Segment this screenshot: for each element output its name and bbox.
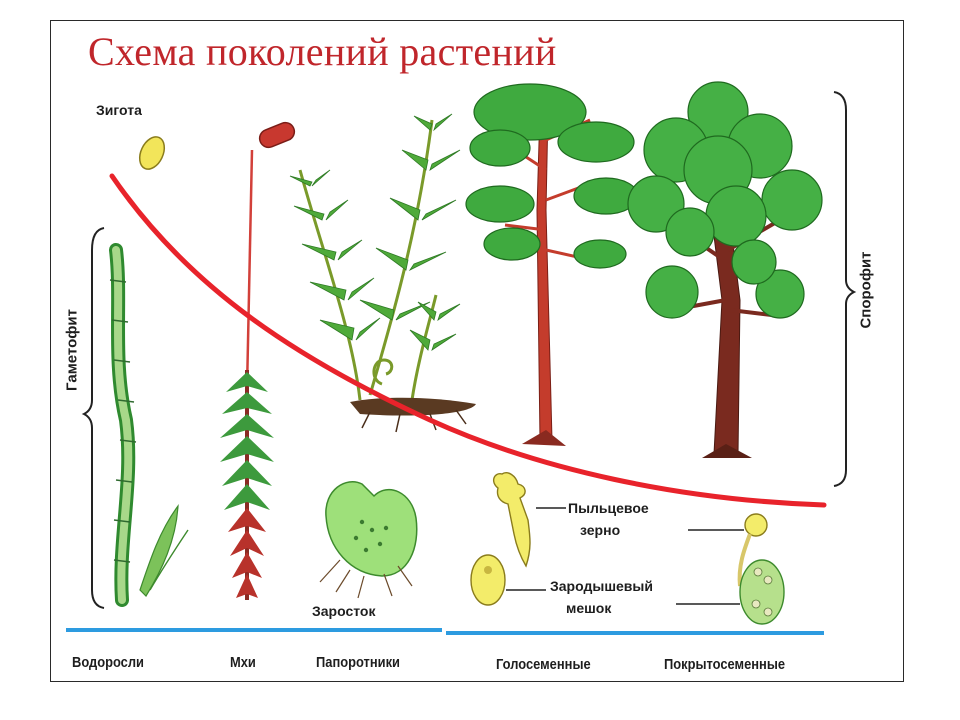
angiosperm-gametophytes — [676, 513, 785, 625]
sporophyte-label: Спорофит — [857, 251, 875, 329]
gametophyte-brace — [81, 227, 105, 609]
group-label-gymnosperms: Голосеменные — [496, 656, 591, 673]
diagram-title: Схема поколений растений — [88, 29, 557, 74]
gymnosperm-gametophytes — [470, 472, 566, 606]
deciduous-tree-illustration — [627, 81, 823, 458]
sporophyte-brace — [833, 91, 857, 487]
prothallus-label: Заросток — [312, 603, 376, 619]
generation-ratio-curve — [109, 173, 827, 508]
fern-illustration — [289, 113, 476, 433]
embryo-sac-label-line2: мешок — [566, 600, 612, 616]
zygote-cell — [138, 136, 166, 170]
moss-illustration — [220, 121, 296, 600]
embryo-sac-label-line1: Зародышевый — [550, 578, 653, 594]
group-label-mosses: Мхи — [230, 654, 256, 671]
algae-illustration — [109, 243, 189, 607]
pollen-grain-label-line2: зерно — [580, 522, 621, 538]
group-label-algae: Водоросли — [72, 654, 144, 671]
group-label-angiosperms: Покрытосеменные — [664, 656, 786, 673]
pine-tree-illustration — [465, 83, 639, 446]
prothallus-illustration — [319, 481, 418, 599]
gametophyte-label: Гаметофит — [63, 309, 81, 391]
pollen-grain-label-line1: Пыльцевое — [568, 500, 649, 516]
group-label-ferns: Папоротники — [316, 654, 400, 671]
zygote-label: Зигота — [96, 102, 142, 118]
